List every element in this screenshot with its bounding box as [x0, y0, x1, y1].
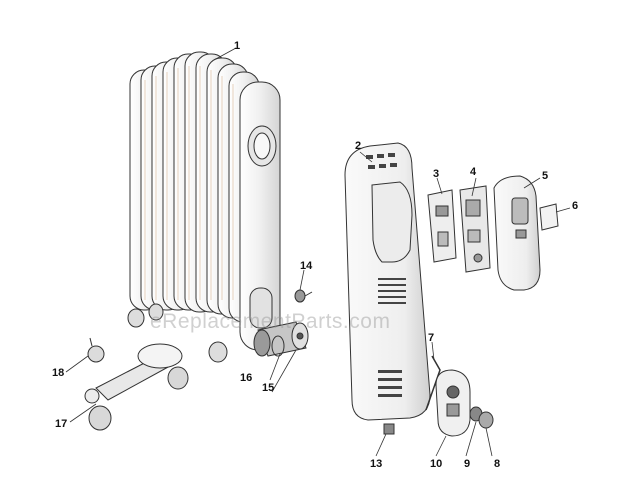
- callout-10: 10: [430, 458, 443, 470]
- switch-bracket: [459, 185, 491, 273]
- control-housing: [493, 175, 541, 291]
- caster: [87, 337, 105, 363]
- radiator-body: [127, 51, 281, 363]
- callout-2: 2: [355, 140, 362, 152]
- callout-6: 6: [572, 200, 579, 212]
- callout-16: 16: [240, 372, 253, 384]
- front-panel: [344, 142, 431, 421]
- callout-5: 5: [542, 170, 549, 182]
- thermal-fuse: [294, 289, 313, 303]
- callout-4: 4: [470, 166, 477, 178]
- callout-18: 18: [52, 367, 65, 379]
- thermostat-knob: [478, 411, 494, 429]
- callout-7: 7: [428, 332, 435, 344]
- watermark: eReplacementParts.com: [150, 310, 391, 333]
- callout-3: 3: [433, 168, 440, 180]
- callout-8: 8: [494, 458, 501, 470]
- cord-clip: [383, 423, 395, 435]
- power-cord: [425, 355, 441, 411]
- leader-lines: [65, 47, 571, 457]
- wheel-base: [84, 343, 189, 431]
- gasket-ring: [271, 335, 285, 357]
- callout-13: 13: [370, 458, 383, 470]
- callout-15: 15: [262, 382, 275, 394]
- callout-14: 14: [300, 260, 313, 272]
- callout-9: 9: [464, 458, 471, 470]
- callout-17: 17: [55, 418, 68, 430]
- control-board: [427, 189, 457, 263]
- rear-cover: [435, 369, 471, 437]
- knob-cover: [539, 203, 559, 231]
- callout-1: 1: [234, 40, 241, 52]
